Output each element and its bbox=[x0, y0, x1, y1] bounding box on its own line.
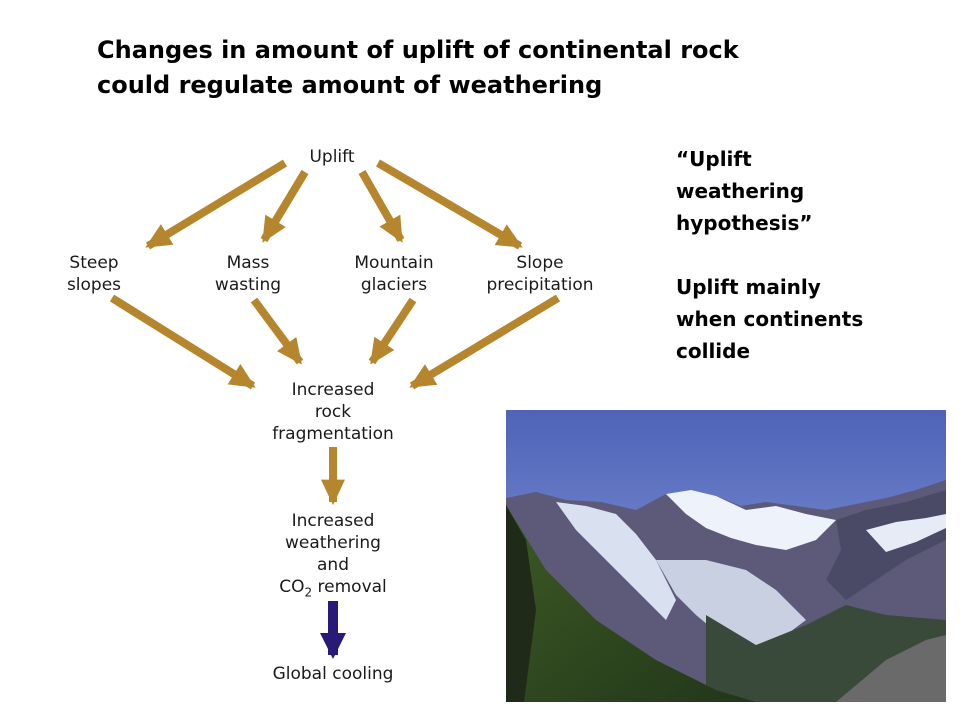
side-line-5: when continents bbox=[676, 307, 864, 331]
arrow-steep-frag bbox=[109, 294, 256, 390]
arrow-uplift-mass bbox=[260, 169, 309, 243]
side-line-2: weathering bbox=[676, 179, 805, 203]
mountain-valley-photo bbox=[506, 410, 946, 702]
side-line-1: “Uplift bbox=[676, 147, 752, 171]
node-rock-fragmentation: Increased rock fragmentation bbox=[272, 380, 394, 444]
node-steep-slopes: Steep slopes bbox=[66, 253, 122, 295]
arrow-precip-frag bbox=[409, 294, 561, 390]
slide-title: Changes in amount of uplift of continent… bbox=[97, 33, 797, 103]
node-mass-wasting: Mass wasting bbox=[214, 253, 282, 295]
arrow-uplift-precip bbox=[375, 159, 523, 250]
side-notes: “Uplift weathering hypothesis” Uplift ma… bbox=[676, 143, 936, 367]
node-mountain-glaciers: Mountain glaciers bbox=[354, 253, 434, 295]
node-slope-precipitation: Slope precipitation bbox=[486, 253, 594, 295]
arrow-glaciers-frag bbox=[368, 297, 417, 365]
node-weathering-co2: Increased weathering and CO2 removal bbox=[279, 511, 387, 600]
side-line-6: collide bbox=[676, 339, 751, 363]
node-global-cooling: Global cooling bbox=[272, 664, 394, 684]
side-line-3: hypothesis” bbox=[676, 211, 813, 235]
side-line-4: Uplift mainly bbox=[676, 275, 821, 299]
node-uplift: Uplift bbox=[309, 147, 355, 167]
arrow-uplift-glaciers bbox=[358, 170, 405, 243]
arrow-uplift-steep bbox=[145, 159, 288, 250]
title-line-1: Changes in amount of uplift of continent… bbox=[97, 36, 739, 64]
arrow-mass-frag bbox=[250, 297, 304, 365]
title-line-2: could regulate amount of weathering bbox=[97, 71, 603, 99]
